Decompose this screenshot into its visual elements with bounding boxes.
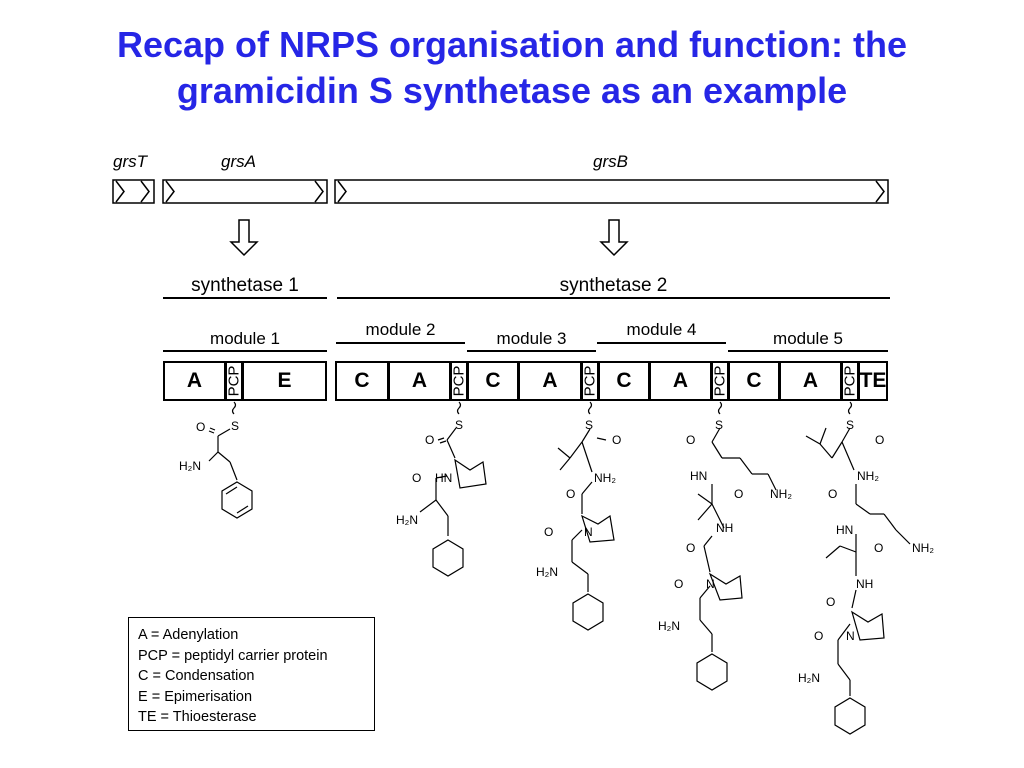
legend-item: TE = Thioesterase	[138, 709, 257, 725]
module-5-label: module 5	[773, 329, 843, 348]
atom-n-5: N	[846, 629, 855, 643]
gene-label-grsB: grsB	[593, 152, 628, 171]
domain-te: TE	[858, 361, 888, 401]
atom-h2n-4: H₂N	[658, 619, 680, 633]
synthetase-1-label: synthetase 1	[191, 275, 299, 296]
legend-item: PCP = peptidyl carrier protein	[138, 647, 328, 664]
synthetase-2-label: synthetase 2	[559, 275, 668, 296]
synthetase-1-line	[163, 297, 327, 299]
atom-o-5: O	[875, 433, 884, 447]
atom-h2n-5: H₂N	[798, 671, 820, 685]
atom-nh-5: NH	[856, 577, 873, 591]
module-4-line	[597, 342, 726, 344]
slide-title: Recap of NRPS organisation and function:…	[40, 22, 984, 114]
atom-s-2: S	[455, 418, 463, 432]
atom-o-4: O	[686, 433, 695, 447]
atom-o-5b: O	[828, 487, 837, 501]
synthetase-2-line	[337, 297, 890, 299]
atom-hn-5: HN	[836, 523, 853, 537]
module-1-line	[163, 350, 327, 352]
atom-n-4: N	[706, 577, 715, 591]
gene-label-grsT: grsT	[113, 152, 147, 171]
structure-1-phe	[208, 427, 253, 519]
atom-s-4: S	[715, 418, 723, 432]
down-arrow-2	[599, 219, 629, 257]
atom-nh2-4: NH₂	[770, 487, 792, 501]
domain-a-5: A	[779, 361, 842, 401]
legend-item: A = Adenylation	[138, 627, 239, 643]
domain-a-1: A	[163, 361, 226, 401]
atom-h2n-3: H₂N	[536, 565, 558, 579]
gene-grsA	[162, 179, 328, 204]
atom-nh2-5: NH₂	[857, 469, 879, 483]
atom-s-3: S	[585, 418, 593, 432]
gene-grsB	[334, 179, 889, 204]
title-line-1: Recap of NRPS organisation and function:…	[116, 24, 908, 65]
module-3-line	[467, 350, 596, 352]
module-2-line	[336, 342, 465, 344]
atom-o-3b: O	[566, 487, 575, 501]
domain-c-3: C	[467, 361, 519, 401]
tether-5	[847, 401, 853, 415]
atom-o-5d: O	[826, 595, 835, 609]
atom-s-5: S	[846, 418, 854, 432]
atom-hn-4: HN	[690, 469, 707, 483]
atom-o-3: O	[612, 433, 621, 447]
atom-h2n-2: H₂N	[396, 513, 418, 527]
atom-h2n-1: H₂N	[179, 459, 201, 473]
domain-a-2: A	[388, 361, 451, 401]
structure-4-phe-pro-val-orn	[696, 427, 777, 691]
atom-o-4b: O	[734, 487, 743, 501]
gene-map	[112, 179, 889, 257]
domain-a-4: A	[649, 361, 712, 401]
legend-box: A = Adenylation PCP = peptidyl carrier p…	[128, 617, 375, 731]
legend-item: C = Condensation	[138, 668, 255, 684]
atom-o-2b: O	[412, 471, 421, 485]
module-3-label: module 3	[496, 329, 567, 348]
legend-item: E = Epimerisation	[138, 688, 253, 705]
module-1-label: module 1	[210, 329, 280, 348]
domain-a-3: A	[518, 361, 582, 401]
gene-label-grsA: grsA	[221, 152, 256, 171]
structure-3-phe-pro-val	[557, 428, 615, 631]
structure-5-phe-pro-val-orn-leu	[805, 427, 911, 735]
atom-s-1: S	[231, 419, 239, 433]
atom-o-1: O	[196, 420, 205, 434]
domain-e: E	[242, 361, 327, 401]
atom-o-4c: O	[686, 541, 695, 555]
atom-hn-2: HN	[435, 471, 452, 485]
atom-nh-4: NH	[716, 521, 733, 535]
title-line-2: gramicidin S synthetase as an example	[176, 70, 848, 111]
atom-n-3: N	[584, 525, 593, 539]
structure-2-phe-pro	[419, 427, 487, 577]
tether-1	[231, 401, 237, 415]
atom-o-2: O	[425, 433, 434, 447]
module-2-label: module 2	[365, 320, 436, 339]
tether-2	[456, 401, 462, 415]
gene-grsT	[112, 179, 155, 204]
atom-o-5e: O	[814, 629, 823, 643]
atom-o-3c: O	[544, 525, 553, 539]
module-4-label: module 4	[626, 320, 697, 339]
atom-o-5c: O	[874, 541, 883, 555]
module-5-line	[728, 350, 888, 352]
atom-nh2-3: NH₂	[594, 471, 616, 485]
atom-o-4d: O	[674, 577, 683, 591]
down-arrow-1	[229, 219, 259, 257]
tether-4	[717, 401, 723, 415]
atom-nh2-5b: NH₂	[912, 541, 934, 555]
domain-c-4: C	[598, 361, 650, 401]
tether-3	[587, 401, 593, 415]
